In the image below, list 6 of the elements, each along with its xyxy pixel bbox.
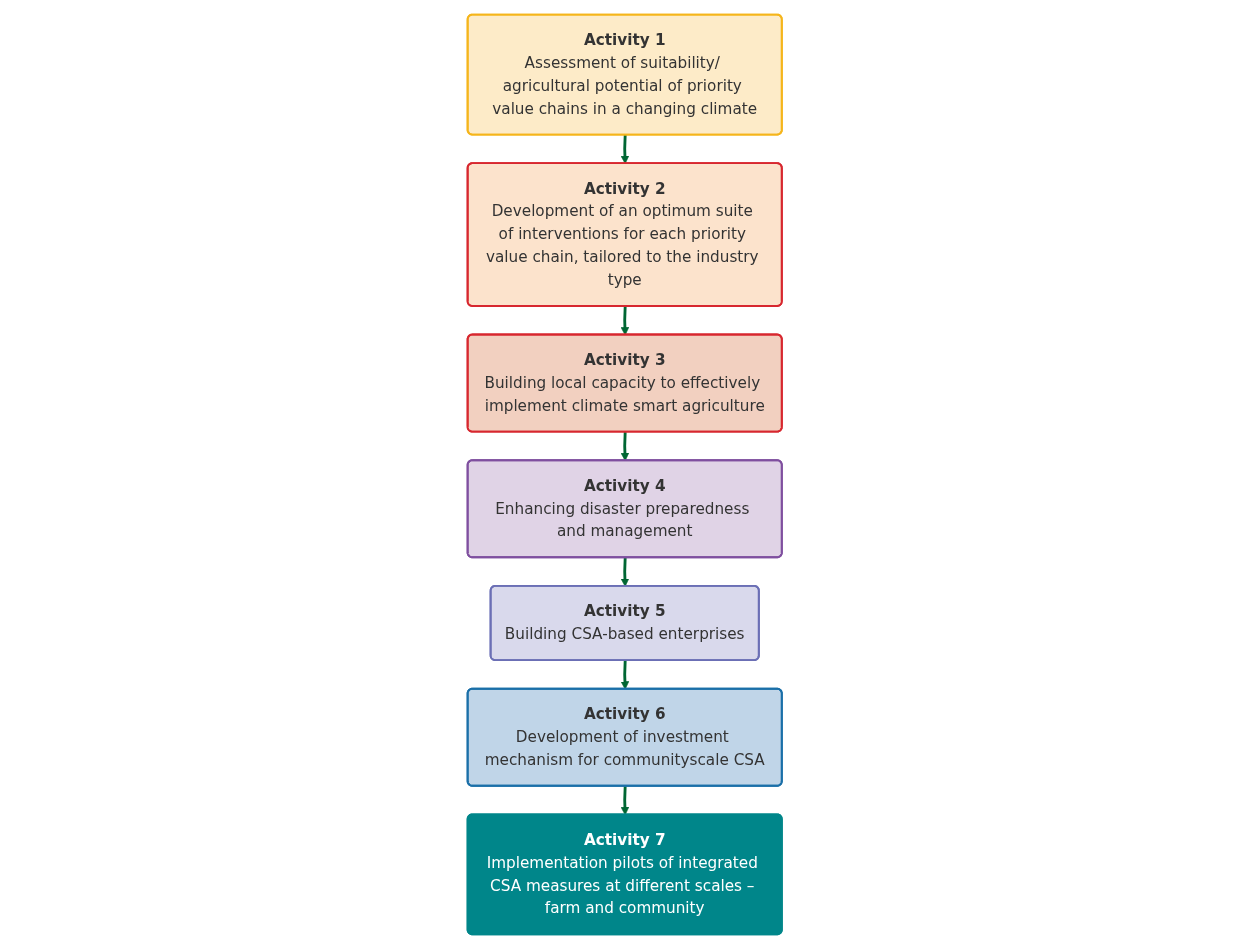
arrow [621,135,630,165]
arrow [621,786,630,816]
arrow [621,660,630,690]
arrow [621,432,630,462]
arrow [621,306,630,336]
arrow [621,557,630,587]
